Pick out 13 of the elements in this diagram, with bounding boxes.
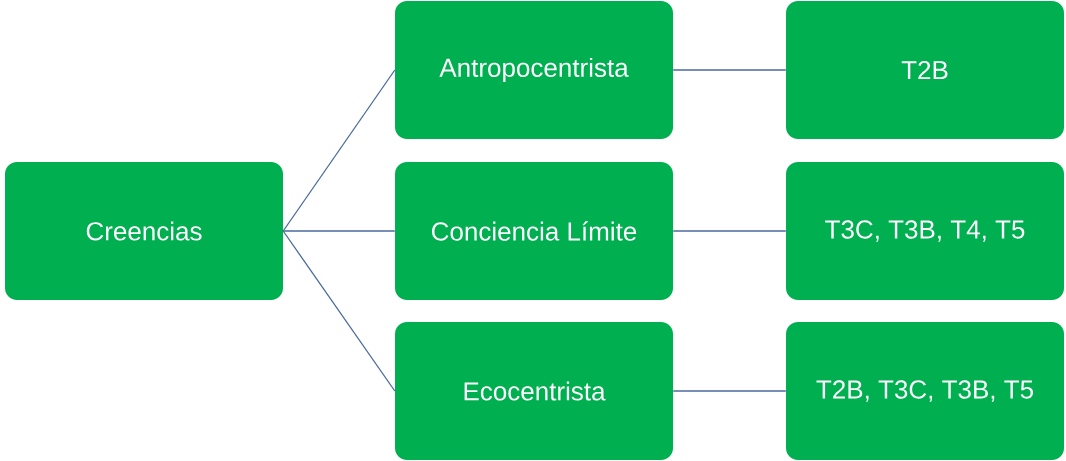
connector-line [282, 230, 396, 232]
process-box: T2B, T3C, T3B, T5 [786, 322, 1064, 460]
process-box: Conciencia Límite [395, 162, 673, 300]
process-box: Ecocentrista [395, 322, 673, 460]
process-box: T2B [786, 1, 1064, 139]
process-box: Antropocentrista [395, 1, 673, 139]
connector-line [672, 69, 787, 71]
connector-line [282, 69, 396, 232]
connector-line [672, 390, 787, 392]
process-box: Creencias [5, 162, 283, 300]
connector-line [672, 230, 787, 232]
process-box: T3C, T3B, T4, T5 [786, 162, 1064, 300]
connector-line [282, 230, 396, 392]
